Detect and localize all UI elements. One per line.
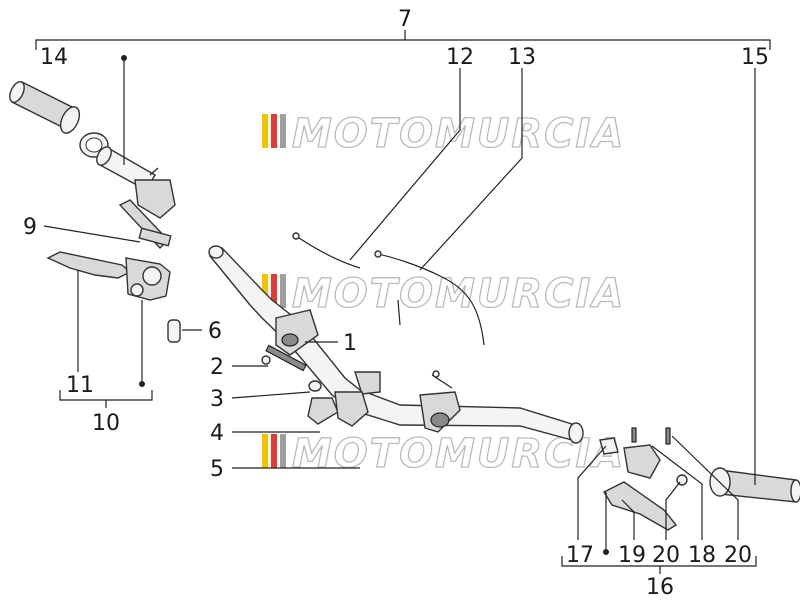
- callout-4: 4: [210, 421, 224, 446]
- callout-13: 13: [508, 45, 536, 70]
- callout-1: 1: [343, 331, 357, 356]
- left-grip-part: [9, 81, 109, 158]
- callout-14: 14: [40, 45, 68, 70]
- callout-3: 3: [210, 387, 224, 412]
- throttle-housing-part: [96, 146, 176, 250]
- leader-lines: [35, 30, 771, 574]
- sleeve-part-6: [167, 319, 181, 343]
- control-cables-part: [292, 232, 485, 346]
- callout-5: 5: [210, 457, 224, 482]
- callout-7: 7: [398, 7, 412, 32]
- callout-19: 19: [618, 543, 646, 568]
- callout-18: 18: [688, 543, 716, 568]
- handlebar-part: [208, 245, 584, 444]
- callout-16: 16: [646, 575, 674, 600]
- watermark-text-middle: MOTOMURCIA: [292, 271, 625, 317]
- callout-20-second: 20: [724, 543, 752, 568]
- watermark-middle: MOTOMURCIA: [262, 270, 625, 318]
- watermark-text-top: MOTOMURCIA: [292, 111, 625, 157]
- callout-2: 2: [210, 355, 224, 380]
- right-brake-lever-part: [599, 427, 688, 531]
- clamp-bolt-part: [261, 344, 369, 427]
- callout-17: 17: [566, 543, 594, 568]
- callout-6: 6: [208, 319, 222, 344]
- callout-15: 15: [741, 45, 769, 70]
- watermark-top: MOTOMURCIA: [262, 110, 625, 158]
- callout-11: 11: [66, 373, 94, 398]
- callout-20-first: 20: [652, 543, 680, 568]
- callout-12: 12: [446, 45, 474, 70]
- left-brake-lever-part: [46, 251, 171, 301]
- callout-9: 9: [23, 215, 37, 240]
- callout-10: 10: [92, 411, 120, 436]
